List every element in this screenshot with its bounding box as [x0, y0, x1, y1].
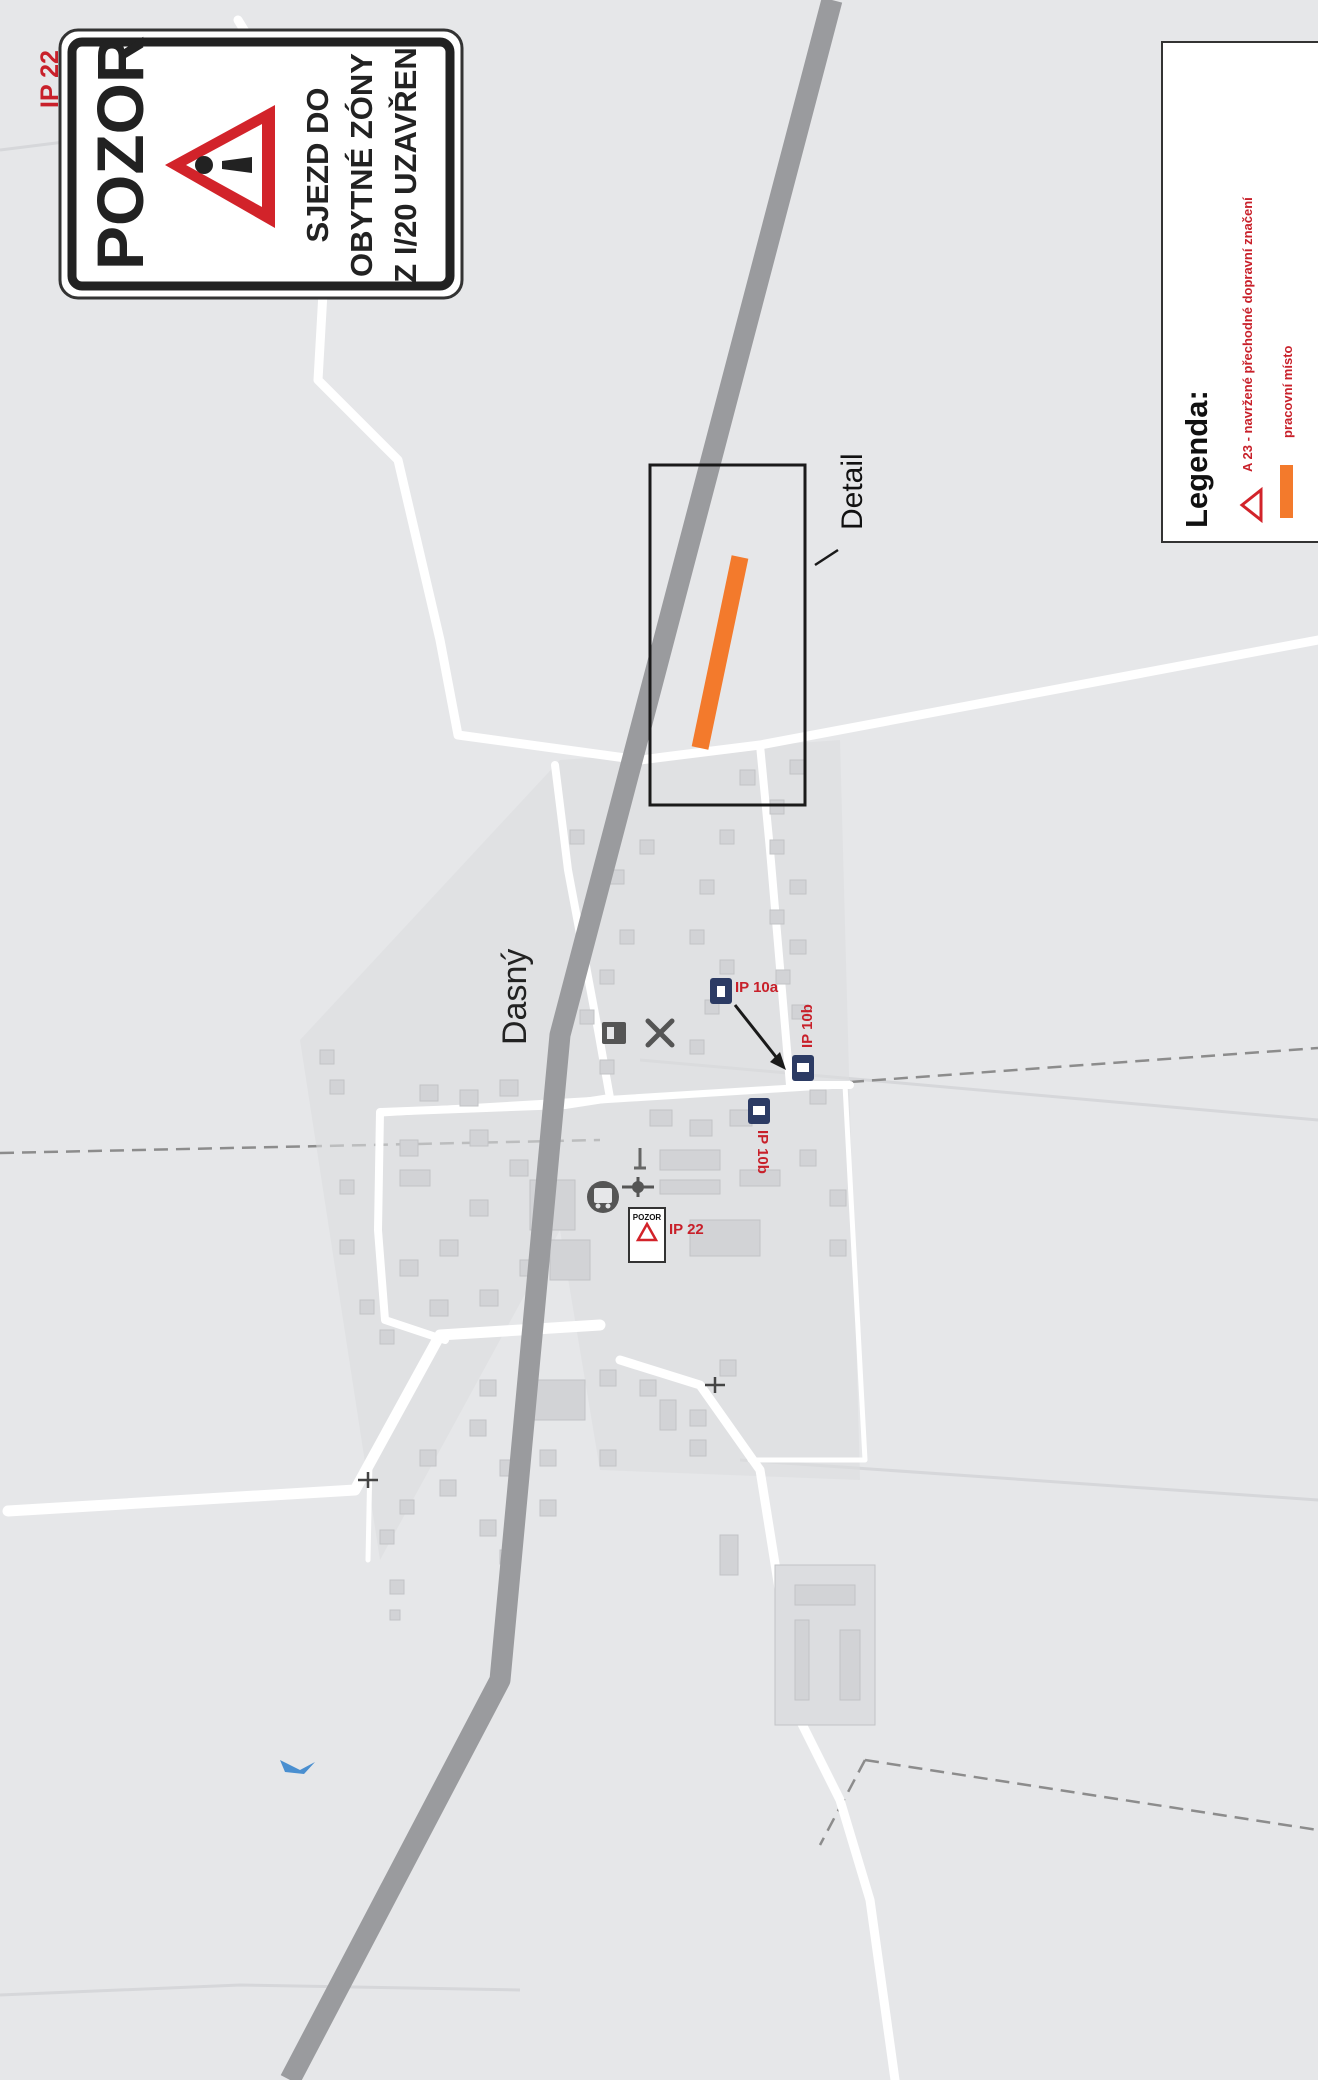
pond: [280, 1760, 315, 1774]
ip22-mini-sign: POZOR: [628, 1207, 666, 1263]
sign-line2: OBYTNÉ ZÓNY: [343, 53, 379, 277]
warning-sign-panel: POZOR SJEZD DO OBYTNÉ ZÓNY Z I/20 UZAVŘE…: [58, 28, 464, 300]
ip10b-top-label: IP 10b: [799, 1004, 816, 1048]
road-west-south: [365, 1457, 373, 1563]
info-sign-icon: [710, 978, 814, 1124]
ip10b-bottom-label: IP 10b: [754, 1130, 771, 1174]
warning-triangle-icon: [635, 1221, 659, 1242]
sign-line3: Z I/20 UZAVŘEN: [387, 47, 423, 282]
warning-triangle-icon: [165, 105, 275, 228]
legend-box: Legenda: A 23 - navržené přechodné dopra…: [1161, 41, 1318, 543]
detail-label: Detail: [836, 453, 869, 530]
work-area-marker: [691, 555, 749, 750]
road-east-long: [747, 1082, 868, 1463]
detail-leader: [814, 548, 839, 567]
ip10-arrow-head: [770, 1052, 786, 1070]
detail-frame: [648, 463, 807, 807]
main-road-i20: [280, 0, 843, 2080]
local-roads: [2, 15, 1318, 2080]
bus-icon: [587, 1181, 619, 1213]
built-up-area: [300, 740, 860, 1560]
church-icon: [634, 1148, 646, 1170]
village-name: Dasný: [496, 949, 534, 1045]
restaurant-icon: [645, 1018, 675, 1048]
ip10a-label: IP 10a: [735, 979, 779, 996]
ip22-map-label: IP 22: [669, 1221, 704, 1238]
legend-item-work: pracovní místo: [1280, 345, 1295, 438]
fuel-icon: [602, 1022, 626, 1044]
road-cross-village: [376, 1081, 844, 1117]
legend-work-swatch: [1280, 465, 1293, 518]
cross-icon: [622, 1177, 654, 1197]
warning-triangle-icon: [1239, 486, 1263, 524]
ip10-arrow-line: [733, 1004, 782, 1063]
sign-line1: SJEZD DO: [300, 87, 335, 242]
sign-title: POZOR: [83, 35, 157, 270]
mini-sign-title: POZOR: [633, 1213, 662, 1222]
legend-item-sign: A 23 - navržené přechodné dopravní znače…: [1240, 197, 1255, 472]
legend-title: Legenda:: [1179, 390, 1214, 528]
road-west-exit: [2, 1319, 606, 1517]
wayside-cross-icon: [358, 1377, 725, 1488]
